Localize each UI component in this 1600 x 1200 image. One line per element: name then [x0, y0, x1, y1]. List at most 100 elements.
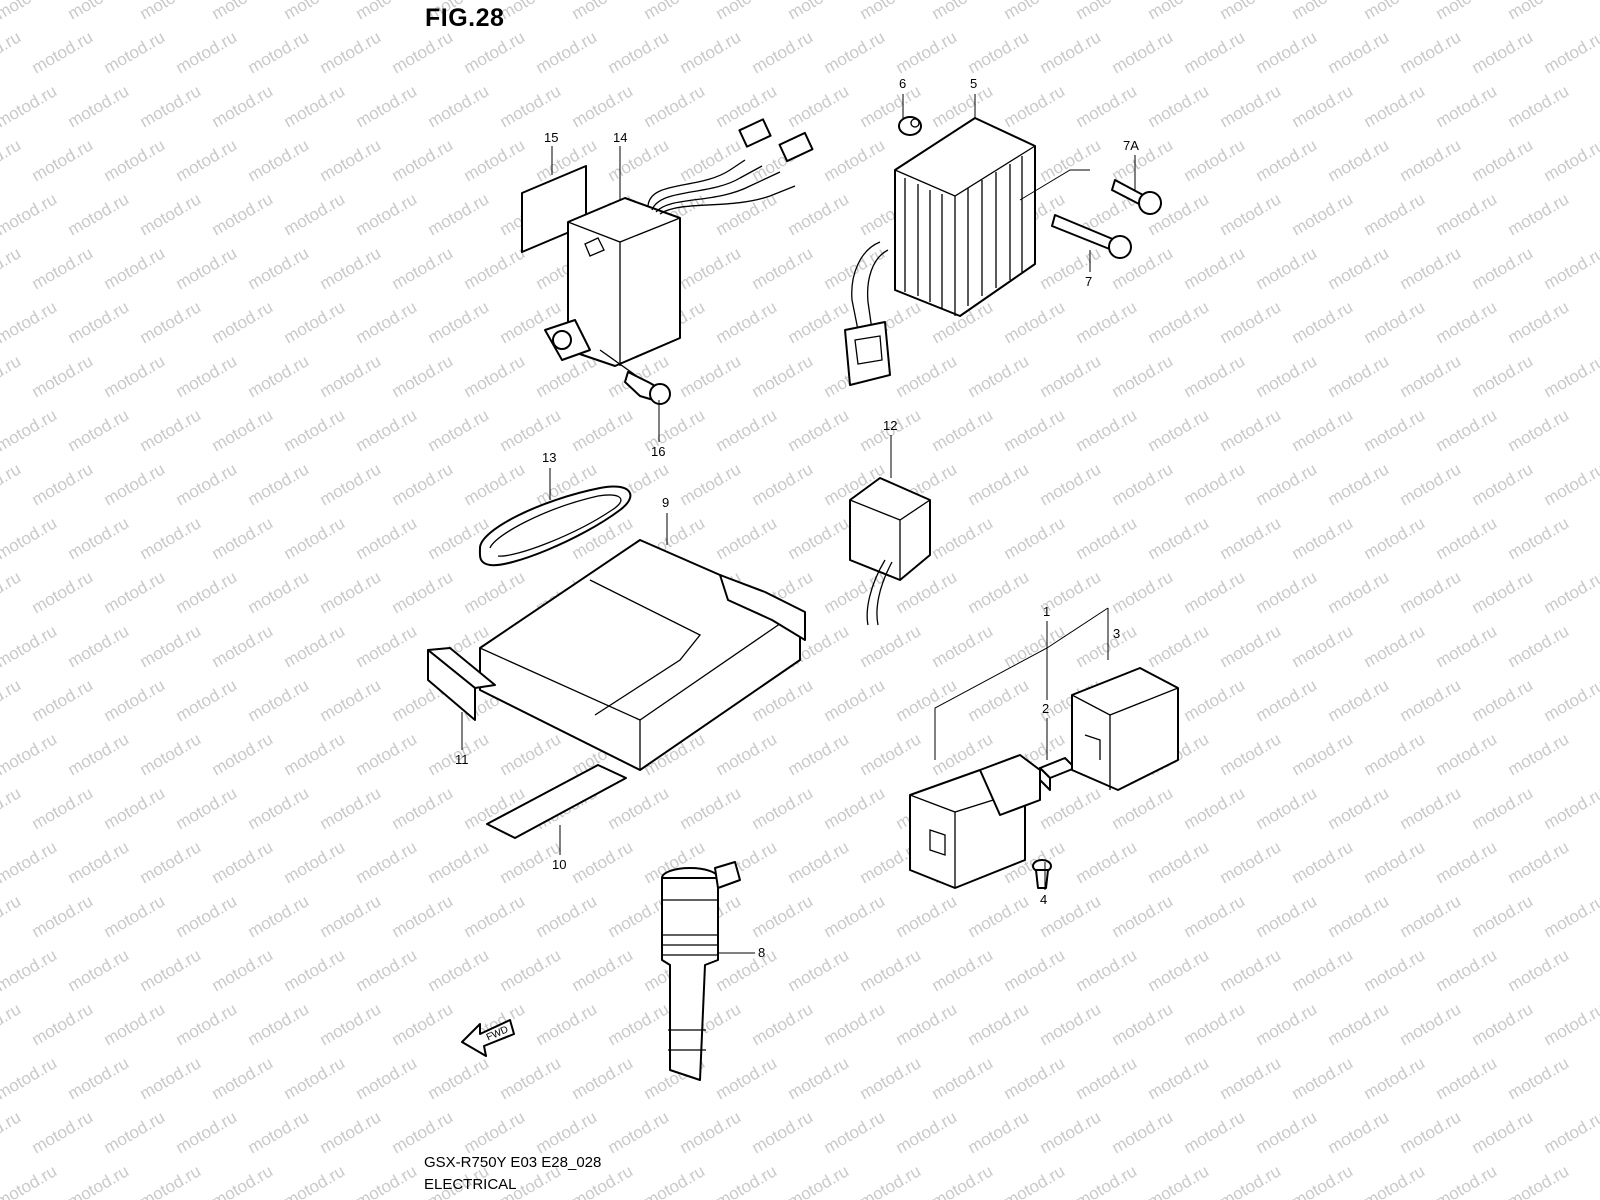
- watermark-text: motod.ru: [461, 243, 529, 293]
- watermark-text: motod.ru: [785, 81, 853, 131]
- callout-14: 14: [613, 130, 627, 145]
- watermark-text: motod.ru: [1325, 27, 1393, 77]
- watermark-text: motod.ru: [1469, 27, 1537, 77]
- part-2-fuse[interactable]: [1039, 757, 1076, 791]
- watermark-text: motod.ru: [317, 459, 385, 509]
- part-16-bolt[interactable]: [599, 349, 671, 405]
- watermark-text: motod.ru: [533, 891, 601, 941]
- watermark-text: motod.ru: [1289, 297, 1357, 347]
- watermark-text: motod.ru: [857, 729, 925, 779]
- watermark-text: motod.ru: [965, 27, 1033, 77]
- part-12-relay[interactable]: [849, 477, 931, 626]
- part-14-module[interactable]: [544, 118, 814, 367]
- watermark-text: motod.ru: [209, 621, 277, 671]
- watermark-text: motod.ru: [1397, 1107, 1465, 1157]
- watermark-text: motod.ru: [101, 783, 169, 833]
- watermark-text: motod.ru: [1037, 135, 1105, 185]
- watermark-text: motod.ru: [1181, 135, 1249, 185]
- watermark-text: motod.ru: [677, 243, 745, 293]
- watermark-text: motod.ru: [1073, 0, 1141, 23]
- watermark-text: motod.ru: [101, 567, 169, 617]
- part-3-cover[interactable]: [1071, 667, 1179, 791]
- watermark-text: motod.ru: [1181, 351, 1249, 401]
- part-6-collar[interactable]: [898, 116, 922, 136]
- watermark-text: motod.ru: [1505, 729, 1573, 779]
- watermark-text: motod.ru: [1253, 999, 1321, 1049]
- watermark-text: motod.ru: [65, 81, 133, 131]
- watermark-text: motod.ru: [101, 1107, 169, 1157]
- watermark-text: motod.ru: [389, 1107, 457, 1157]
- watermark-text: motod.ru: [965, 459, 1033, 509]
- watermark-text: motod.ru: [929, 0, 997, 23]
- part-10-strip[interactable]: [486, 764, 627, 839]
- watermark-text: motod.ru: [1361, 81, 1429, 131]
- part-7-bolt[interactable]: [1051, 214, 1132, 259]
- watermark-text: motod.ru: [245, 135, 313, 185]
- watermark-text: motod.ru: [0, 891, 24, 941]
- watermark-text: motod.ru: [137, 81, 205, 131]
- callout-8: 8: [758, 945, 765, 960]
- watermark-text: motod.ru: [0, 1107, 24, 1157]
- watermark-text: motod.ru: [137, 189, 205, 239]
- watermark-text: motod.ru: [1073, 1161, 1141, 1200]
- watermark-text: motod.ru: [281, 405, 349, 455]
- watermark-text: motod.ru: [0, 351, 24, 401]
- watermark-text: motod.ru: [1253, 459, 1321, 509]
- watermark-text: motod.ru: [1073, 405, 1141, 455]
- watermark-text: motod.ru: [1145, 945, 1213, 995]
- part-5-regulator[interactable]: [844, 117, 1036, 386]
- part-4-screw[interactable]: [1032, 859, 1052, 889]
- part-1-fuse-box[interactable]: [909, 754, 1041, 889]
- watermark-text: motod.ru: [1253, 891, 1321, 941]
- watermark-text: motod.ru: [101, 27, 169, 77]
- watermark-text: motod.ru: [173, 891, 241, 941]
- watermark-text: motod.ru: [1253, 675, 1321, 725]
- part-7a-bolt[interactable]: [1111, 179, 1162, 215]
- watermark-text: motod.ru: [785, 729, 853, 779]
- watermark-text: motod.ru: [1037, 1107, 1105, 1157]
- watermark-text: motod.ru: [1109, 891, 1177, 941]
- watermark-text: motod.ru: [173, 135, 241, 185]
- watermark-text: motod.ru: [965, 351, 1033, 401]
- watermark-text: motod.ru: [1289, 729, 1357, 779]
- watermark-text: motod.ru: [461, 1107, 529, 1157]
- watermark-text: motod.ru: [1433, 0, 1501, 23]
- part-13-band[interactable]: [478, 485, 632, 567]
- part-8-ignition-coil[interactable]: [661, 861, 741, 1081]
- watermark-text: motod.ru: [677, 1107, 745, 1157]
- watermark-text: motod.ru: [317, 891, 385, 941]
- watermark-text: motod.ru: [245, 999, 313, 1049]
- watermark-text: motod.ru: [0, 189, 60, 239]
- watermark-text: motod.ru: [29, 27, 97, 77]
- watermark-text: motod.ru: [1109, 783, 1177, 833]
- watermark-text: motod.ru: [209, 81, 277, 131]
- watermark-text: motod.ru: [1397, 351, 1465, 401]
- watermark-text: motod.ru: [1469, 999, 1537, 1049]
- watermark-text: motod.ru: [353, 621, 421, 671]
- watermark-text: motod.ru: [821, 891, 889, 941]
- watermark-text: motod.ru: [1109, 135, 1177, 185]
- watermark-text: motod.ru: [1217, 837, 1285, 887]
- watermark-text: motod.ru: [281, 189, 349, 239]
- watermark-text: motod.ru: [929, 1161, 997, 1200]
- watermark-text: motod.ru: [209, 0, 277, 23]
- watermark-text: motod.ru: [1397, 459, 1465, 509]
- watermark-text: motod.ru: [281, 81, 349, 131]
- part-9-ecu[interactable]: [479, 539, 806, 771]
- watermark-text: motod.ru: [1505, 945, 1573, 995]
- watermark-text: motod.ru: [1361, 1053, 1429, 1103]
- watermark-text: motod.ru: [1433, 405, 1501, 455]
- watermark-text: motod.ru: [0, 999, 24, 1049]
- watermark-text: motod.ru: [1433, 189, 1501, 239]
- watermark-text: motod.ru: [317, 1107, 385, 1157]
- watermark-text: motod.ru: [605, 1107, 673, 1157]
- watermark-text: motod.ru: [785, 1161, 853, 1200]
- watermark-text: motod.ru: [389, 135, 457, 185]
- watermark-text: motod.ru: [1217, 81, 1285, 131]
- part-11-label[interactable]: [427, 647, 496, 721]
- watermark-text: motod.ru: [1109, 27, 1177, 77]
- watermark-text: motod.ru: [1001, 405, 1069, 455]
- watermark-text: motod.ru: [1541, 459, 1600, 509]
- watermark-text: motod.ru: [245, 243, 313, 293]
